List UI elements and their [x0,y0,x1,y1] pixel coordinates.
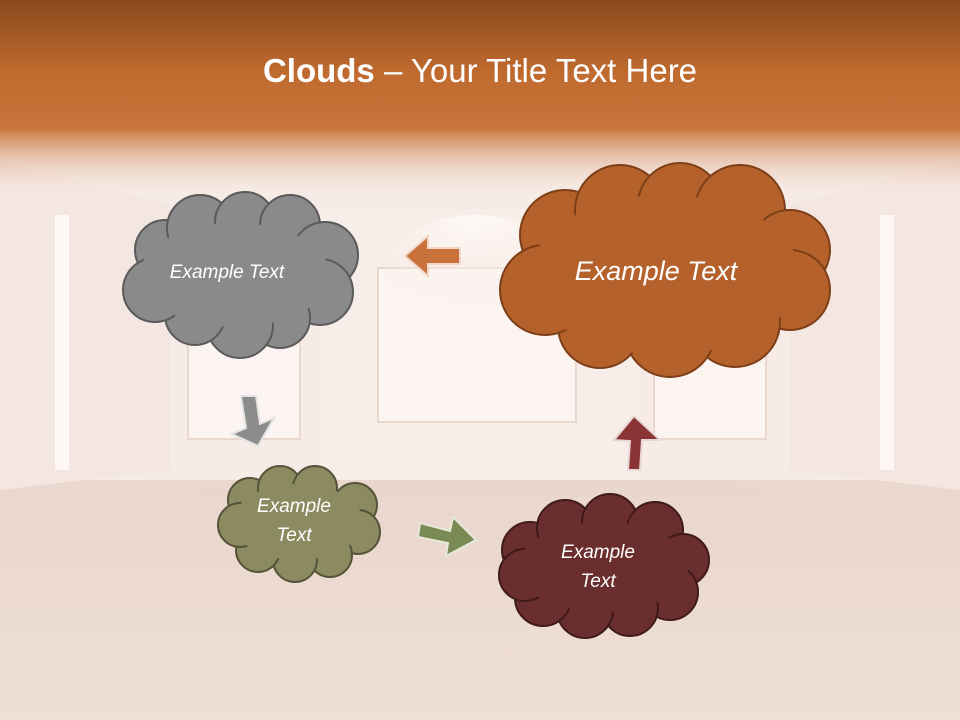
title-bold: Clouds [262,52,375,89]
arrow-up-icon [611,414,663,471]
slide-title: Clouds – Your Title Text Here [0,52,960,90]
cloud-shape-orange [499,162,831,378]
arrow-right-icon [416,514,478,558]
cloud-label-orange: Example Text [574,256,738,286]
cloud-label-olive: Example Text [257,496,331,546]
arrow-down-icon [229,395,277,448]
cloud-shape-maroon [498,493,710,639]
cloud-label-maroon: Example Text [561,542,635,592]
cloud-shape-olive [217,465,381,583]
arrow-left-icon [403,233,461,279]
cloud-label-gray: Example Text [169,262,285,283]
cloud-shape-gray [122,191,359,359]
title-rest: Your Title Text Here [410,52,698,89]
title-dash: – [374,52,411,89]
